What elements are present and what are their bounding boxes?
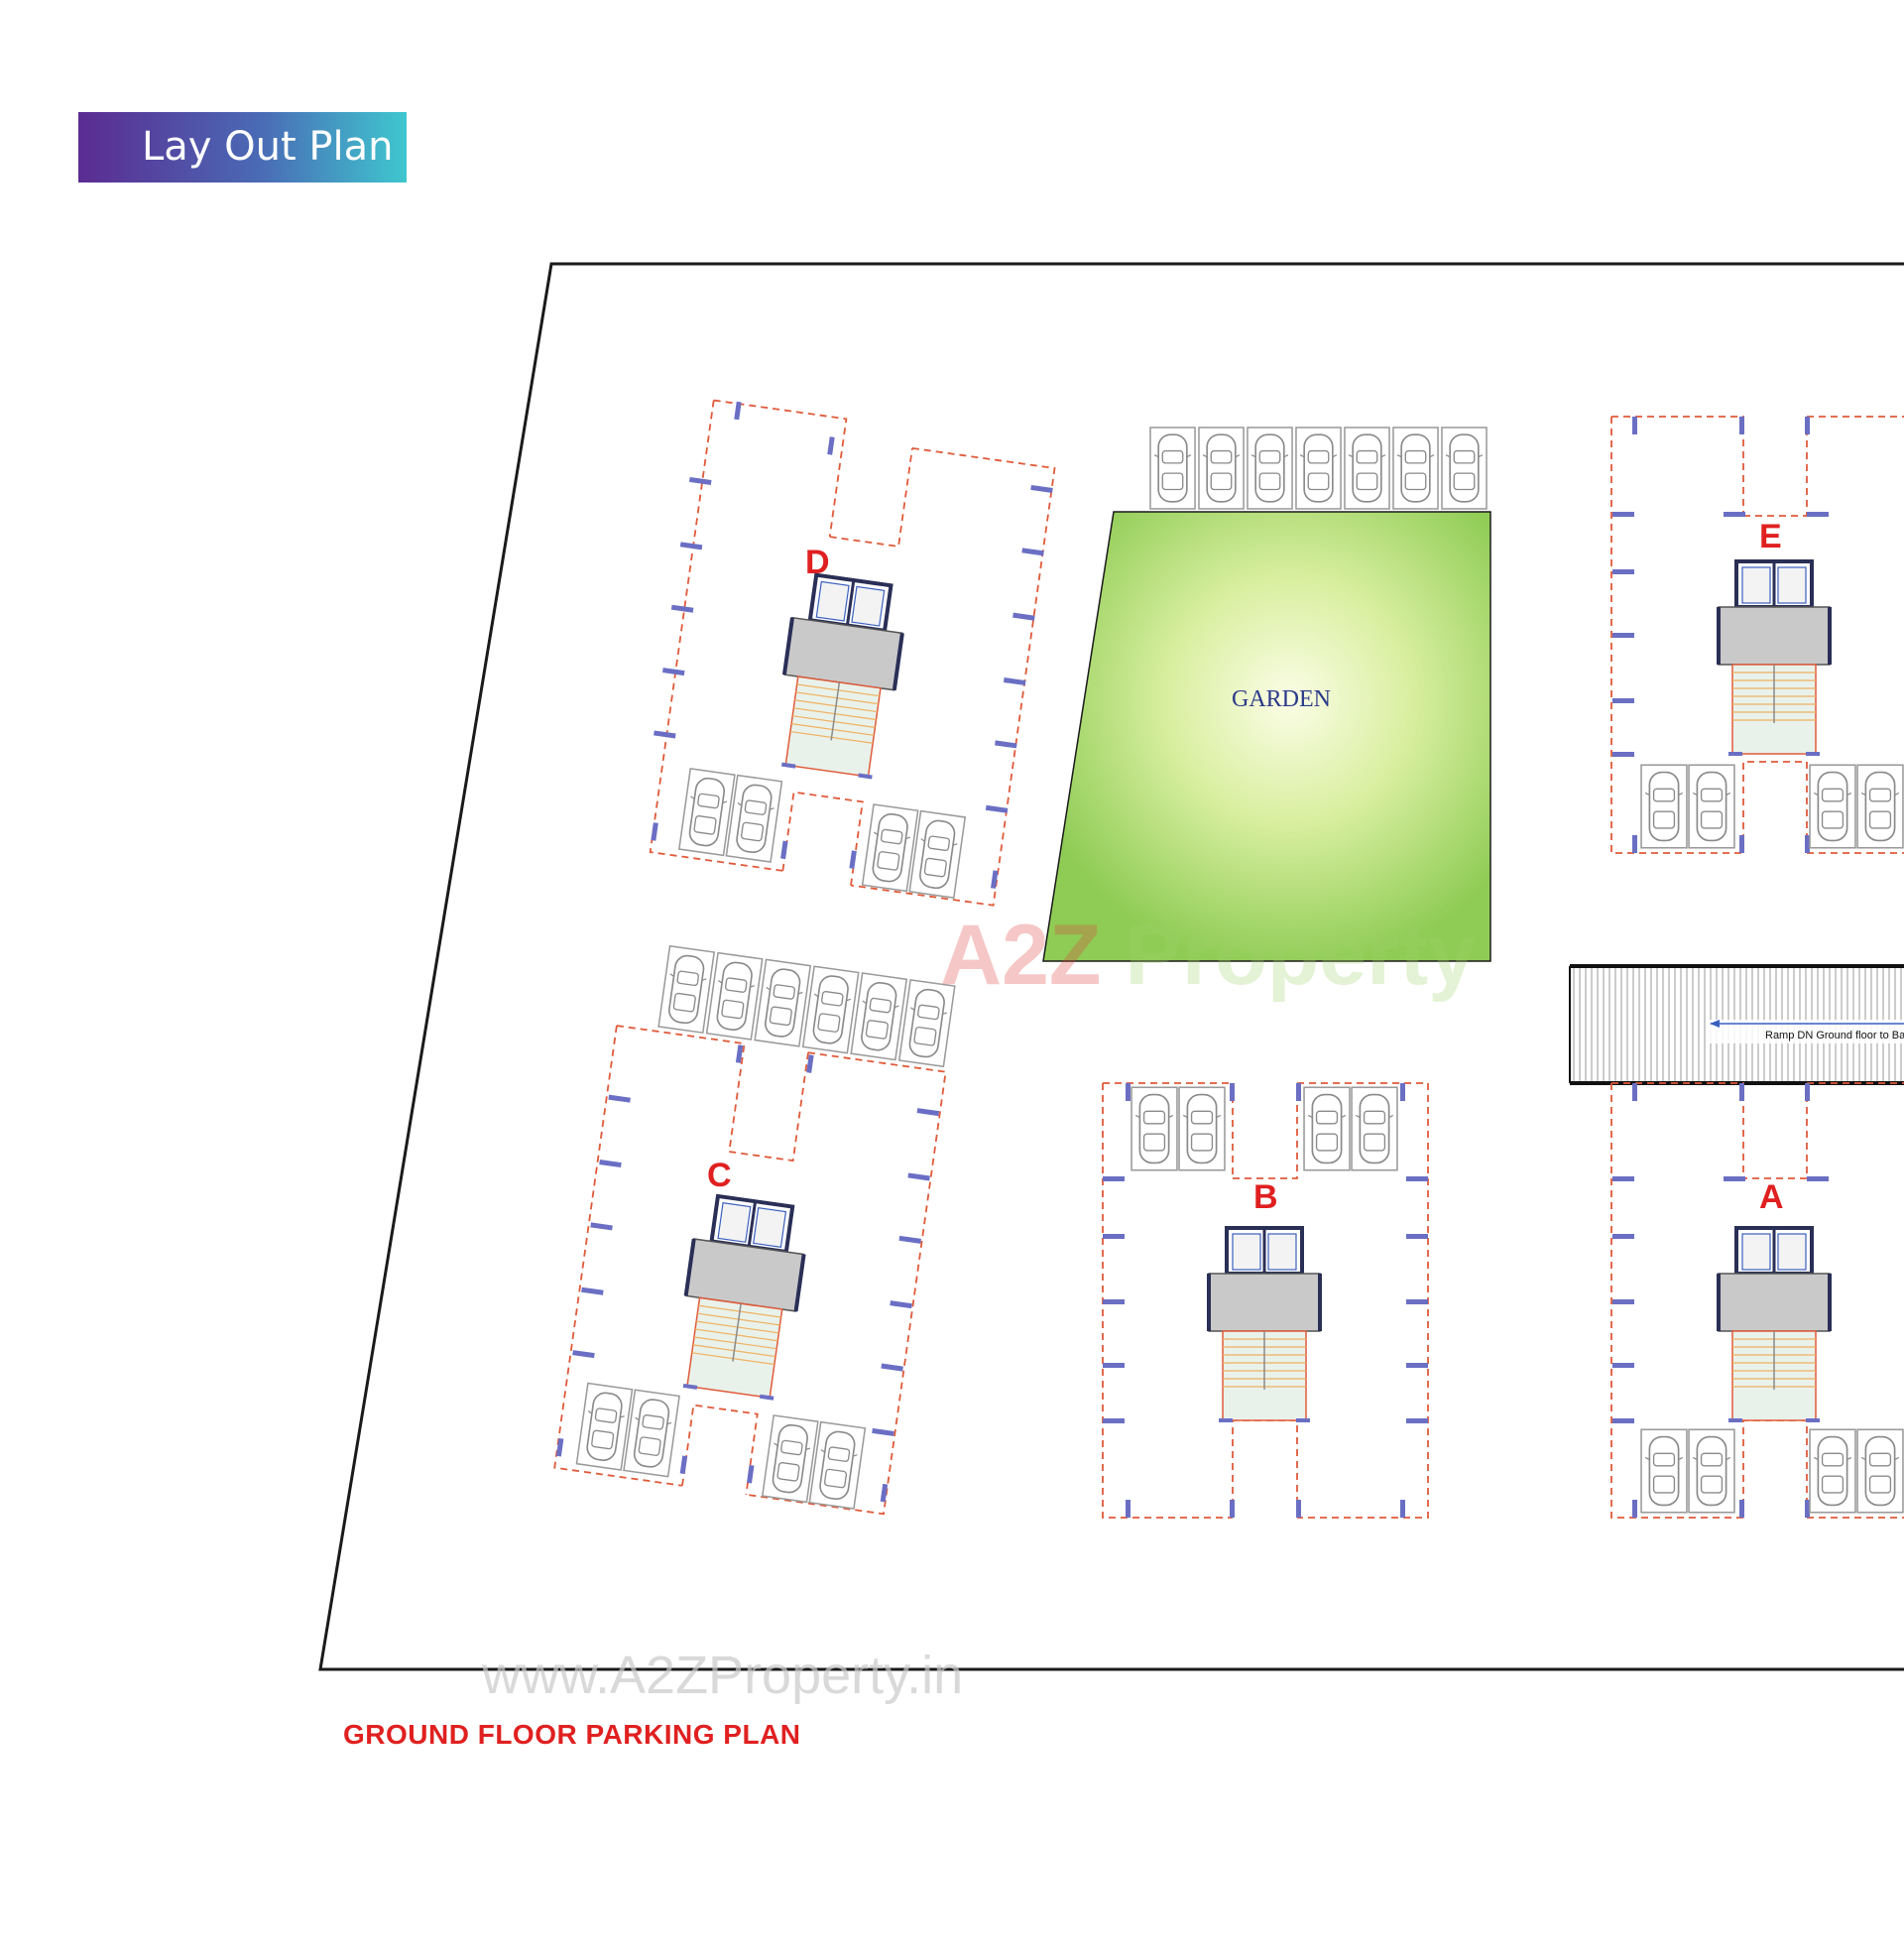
watermark-logo: A2Z Property (940, 908, 1477, 1003)
block-label-b: B (1253, 1178, 1278, 1216)
block-c (553, 944, 956, 1516)
page-header-badge: Lay Out Plan (78, 112, 407, 183)
block-e (1610, 416, 1904, 854)
parking-row-top (1149, 427, 1488, 510)
block-label-e: E (1759, 518, 1782, 555)
garden-label: GARDEN (1232, 686, 1331, 712)
block-b (1102, 1082, 1429, 1519)
ramp: Ramp DN Ground floor to Base. fl (1569, 964, 1904, 1085)
garden-area (1042, 511, 1491, 962)
watermark-url: www.A2ZProperty.in (482, 1646, 964, 1705)
block-a (1610, 1082, 1904, 1519)
plan-title: GROUND FLOOR PARKING PLAN (343, 1719, 801, 1750)
site-boundary (318, 262, 1904, 1671)
block-label-d: D (805, 544, 830, 581)
block-d (649, 399, 1056, 907)
ramp-label: Ramp DN Ground floor to Base. fl (1765, 1030, 1904, 1041)
block-label-a: A (1759, 1178, 1784, 1216)
block-label-c: C (707, 1157, 732, 1194)
